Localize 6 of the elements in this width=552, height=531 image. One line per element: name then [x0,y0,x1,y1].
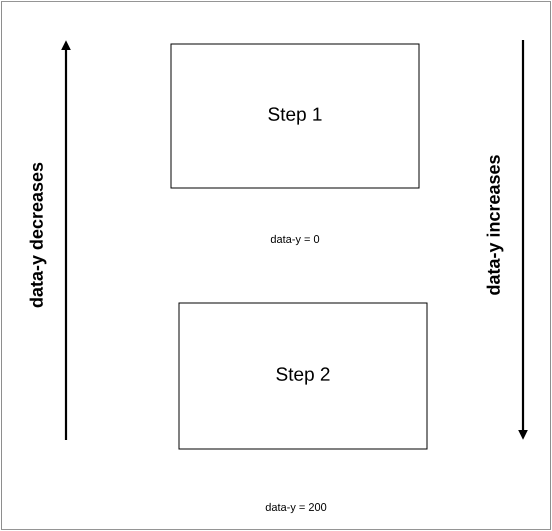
axis-label: data-y increases [486,155,504,295]
step-box: Step 1 [170,44,420,188]
step-box: Step 2 [178,302,428,450]
axis-label: data-y decreases [30,162,46,308]
position-note: data-y = 200 [266,502,326,514]
position-note: data-y = 0 [270,234,320,246]
